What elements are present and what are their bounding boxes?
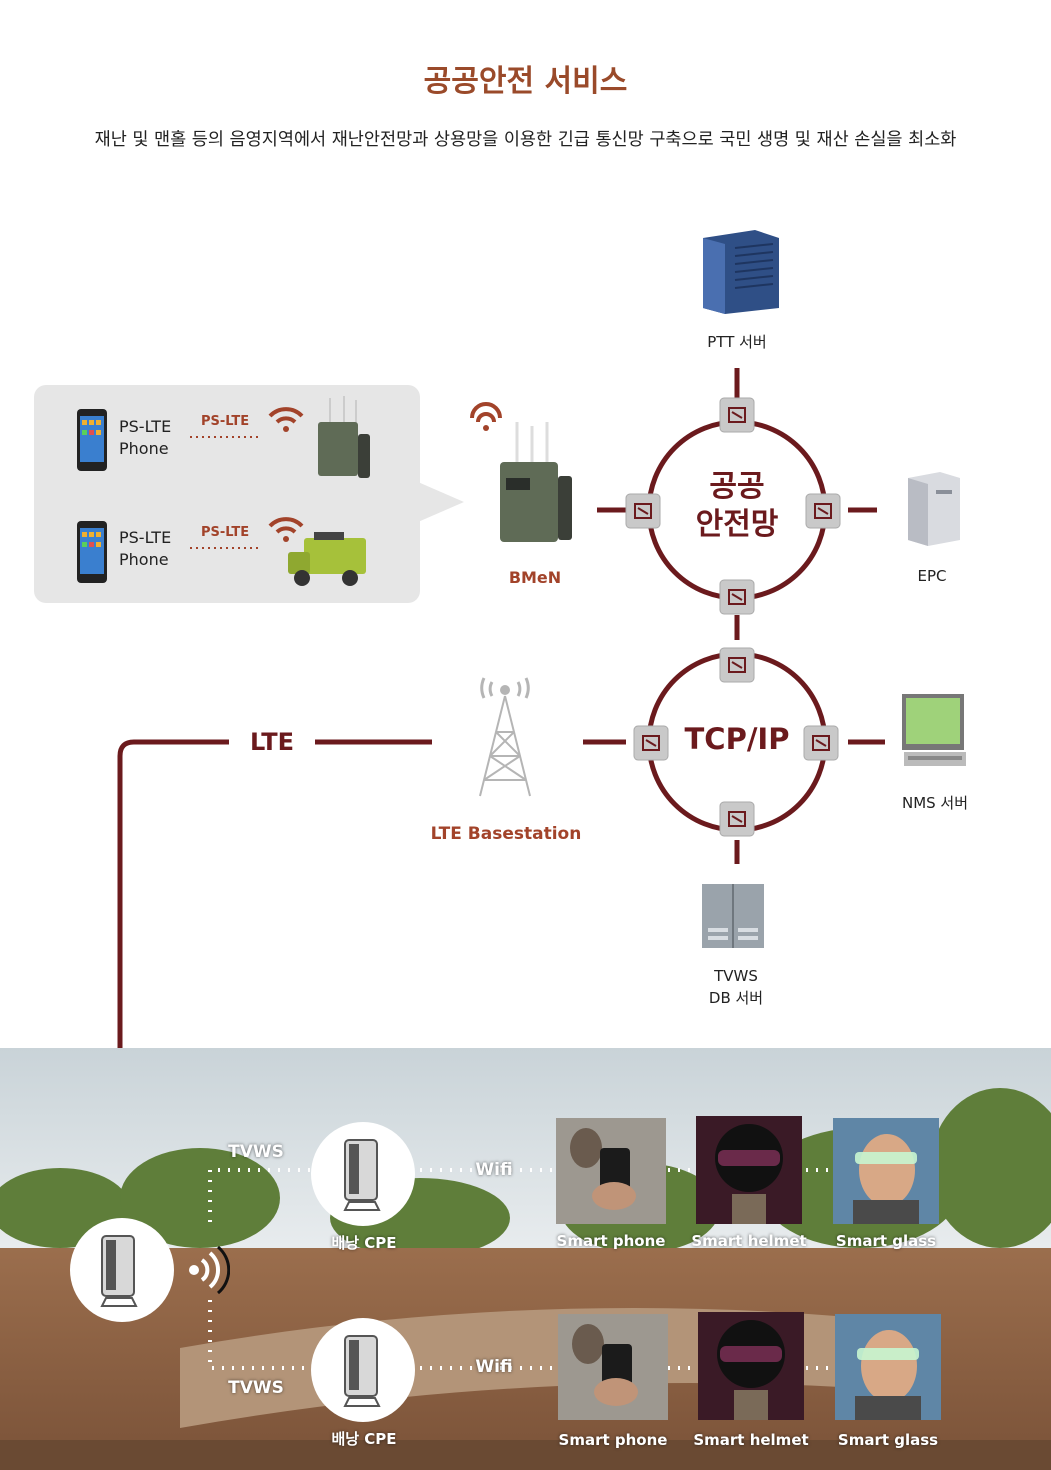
wifi-icon [268,517,304,542]
ps-lte-link-label: PS-LTE [201,414,250,429]
lte-basestation-label: LTE Basestation [430,824,582,844]
device-label-smart-phone: Smart phone [558,1431,668,1449]
backpack-radio-icon [318,396,370,478]
nms-monitor-icon [902,694,966,766]
tvws-db-label-line2: DB 서버 [708,989,764,1007]
device-label-smart-glass: Smart glass [835,1232,937,1250]
smart-phone-photo [556,1118,666,1224]
safety-network-label: 공공 안전망 [667,468,807,544]
smart-helmet-photo [698,1312,804,1420]
nms-server-label: NMS 서버 [901,794,969,812]
safety-network-label-line2: 안전망 [695,507,779,542]
tvws-db-server-icon [702,884,764,948]
panel-phone-label: PS-LTE Phone [119,527,171,571]
wifi-link-label: Wifi [475,1160,513,1180]
epc-server-icon [908,472,960,546]
page-subtitle: 재난 및 맨홀 등의 음영지역에서 재난안전망과 상용망을 이용한 긴급 통신망… [94,130,957,150]
smart-helmet-photo [696,1116,802,1224]
smart-glass-photo [835,1314,941,1420]
device-label-smart-glass: Smart glass [837,1431,939,1449]
phone-icon [77,521,107,583]
signal-waves-icon [189,1245,230,1295]
dotted-link [190,436,260,438]
tvws-db-server-label: TVWS DB 서버 [680,965,792,1009]
panel-phone-label-line2: Phone [119,550,169,569]
smart-phone-photo [558,1314,668,1420]
panel-phone-label-line2: Phone [119,439,169,458]
cpe-label: 배낭 CPE [331,1430,397,1448]
epc-label: EPC [917,567,947,585]
tvws-db-label-line1: TVWS [714,967,758,985]
safety-network-label-line1: 공공 [709,469,765,504]
page-title: 공공안전 서비스 [423,64,628,99]
lte-link-left [117,739,229,1145]
vehicle-icon [288,532,366,586]
ptt-server-label: PTT 서버 [707,333,767,351]
device-label-smart-helmet: Smart helmet [691,1232,807,1250]
cpe-label: 배낭 CPE [331,1234,397,1252]
panel-phone-label-line1: PS-LTE [119,528,172,547]
device-label-smart-phone: Smart phone [556,1232,666,1250]
cpe-backpack-icon [343,1139,381,1211]
lte-label: LTE [249,728,295,756]
panel-phone-label: PS-LTE Phone [119,416,171,460]
lte-tower-icon [479,677,531,797]
wifi-link-label: Wifi [475,1357,513,1377]
bmen-backpack-icon [470,402,572,542]
phone-icon [77,409,107,471]
bmen-label: BMeN [508,568,562,587]
cpe-backpack-icon [343,1335,381,1407]
ps-lte-link-label: PS-LTE [201,525,250,540]
dotted-link [190,547,260,549]
field-dotted-links [208,1168,836,1370]
panel-phone-label-line1: PS-LTE [119,417,172,436]
device-label-smart-helmet: Smart helmet [693,1431,809,1449]
wifi-icon [268,407,304,432]
gateway-backpack-icon [100,1235,138,1307]
ptt-server-icon [703,230,779,314]
smart-glass-photo [833,1118,939,1224]
panel-pointer [418,482,464,522]
tcpip-label: TCP/IP [684,722,790,756]
tvws-link-label: TVWS [228,1142,284,1162]
tvws-link-label: TVWS [228,1378,284,1398]
